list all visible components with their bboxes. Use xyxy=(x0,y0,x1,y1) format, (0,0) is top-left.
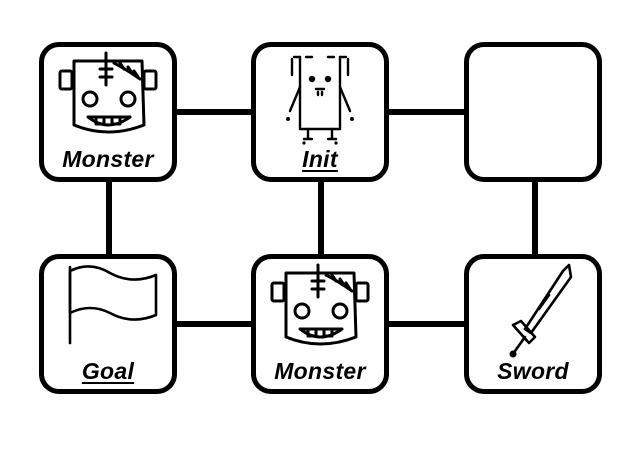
room-label: Goal xyxy=(81,358,135,384)
connector-r0-c0-c1 xyxy=(170,109,260,115)
room-r0-c2[interactable] xyxy=(464,42,602,182)
connector-c0-r0-r1 xyxy=(106,180,112,260)
room-label: Sword xyxy=(497,358,569,384)
room-r1-c0[interactable]: Goal xyxy=(39,254,177,394)
flag-icon xyxy=(44,259,172,389)
monster-icon xyxy=(44,47,172,177)
room-label: Init xyxy=(302,146,338,172)
connector-c1-r0-r1 xyxy=(318,180,324,260)
connector-r1-c1-c2 xyxy=(384,321,474,327)
room-label: Monster xyxy=(274,358,366,384)
sword-icon xyxy=(509,259,597,358)
room-r0-c0[interactable]: Monster xyxy=(39,42,177,182)
room-r0-c1[interactable]: Init xyxy=(251,42,389,182)
robot-icon xyxy=(286,47,354,145)
connector-c2-r0-r1 xyxy=(532,180,538,260)
connector-r0-c1-c2 xyxy=(384,109,474,115)
room-r1-c2[interactable]: Sword xyxy=(464,254,602,394)
room-label: Monster xyxy=(62,146,154,172)
room-r1-c1[interactable]: Monster xyxy=(251,254,389,394)
connector-r1-c0-c1 xyxy=(170,321,260,327)
monster-icon xyxy=(256,259,384,389)
